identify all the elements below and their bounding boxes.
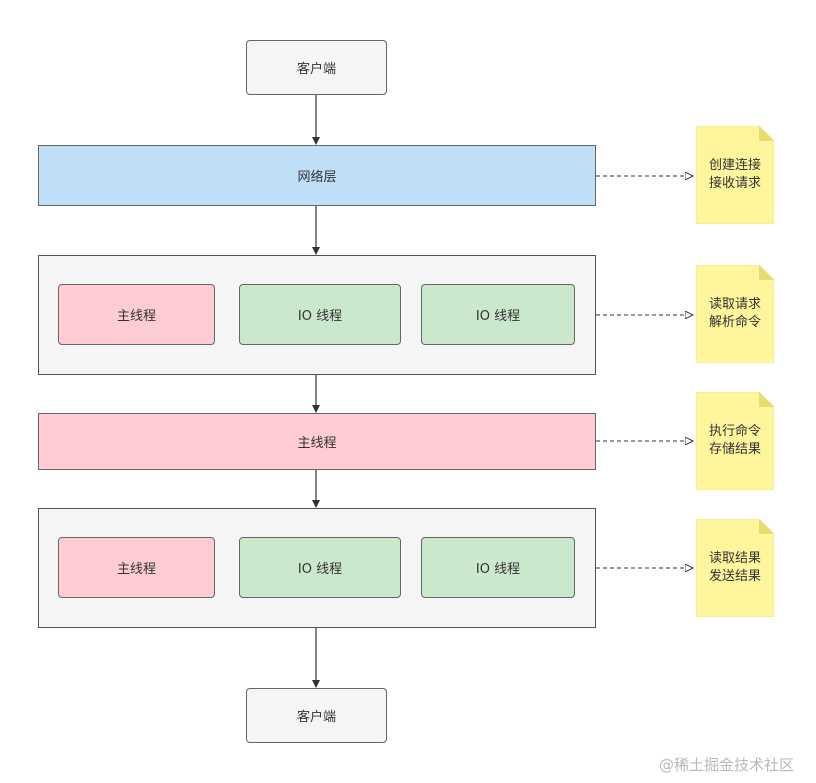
note-1-line-2: 接收请求 [708,176,761,191]
group1-io-thread-node-a: IO 线程 [239,284,401,345]
note-2: 读取请求 解析命令 [696,265,774,363]
group2-main-thread-node: 主线程 [58,537,215,598]
group2-io-thread-label-b: IO 线程 [475,562,521,577]
note-4-line-2: 发送结果 [708,569,761,584]
network-layer-node: 网络层 [38,145,596,206]
group2-io-thread-node-a: IO 线程 [239,537,401,598]
note-4-line-1: 读取结果 [708,551,761,566]
group1-io-thread-node-b: IO 线程 [421,284,575,345]
note-3: 执行命令 存储结果 [696,392,774,490]
note-4-shape [696,519,774,617]
note-1: 创建连接 接收请求 [696,126,774,224]
note-2-shape [696,265,774,363]
watermark: @稀土掘金技术社区 [658,756,794,774]
client-node-bottom-label: 客户端 [296,710,336,725]
note-2-line-2: 解析命令 [708,315,761,330]
group1-main-thread-node: 主线程 [58,284,215,345]
group1-io-thread-label-a: IO 线程 [297,309,343,324]
note-1-shape [696,126,774,224]
main-thread-node: 主线程 [38,413,596,470]
note-4: 读取结果 发送结果 [696,519,774,617]
group2-io-thread-label-a: IO 线程 [297,562,343,577]
client-node-top: 客户端 [246,40,387,95]
group1-io-thread-label-b: IO 线程 [475,309,521,324]
client-node-top-label: 客户端 [296,62,336,77]
client-node-bottom: 客户端 [246,688,387,743]
note-2-line-1: 读取请求 [708,297,761,312]
note-3-shape [696,392,774,490]
main-thread-label: 主线程 [297,436,337,451]
group2-io-thread-node-b: IO 线程 [421,537,575,598]
note-3-line-2: 存储结果 [708,442,761,457]
note-1-line-1: 创建连接 [708,158,761,173]
group2-main-thread-label: 主线程 [116,562,156,577]
note-3-line-1: 执行命令 [708,424,761,439]
network-layer-label: 网络层 [297,170,337,185]
group1-main-thread-label: 主线程 [116,309,156,324]
